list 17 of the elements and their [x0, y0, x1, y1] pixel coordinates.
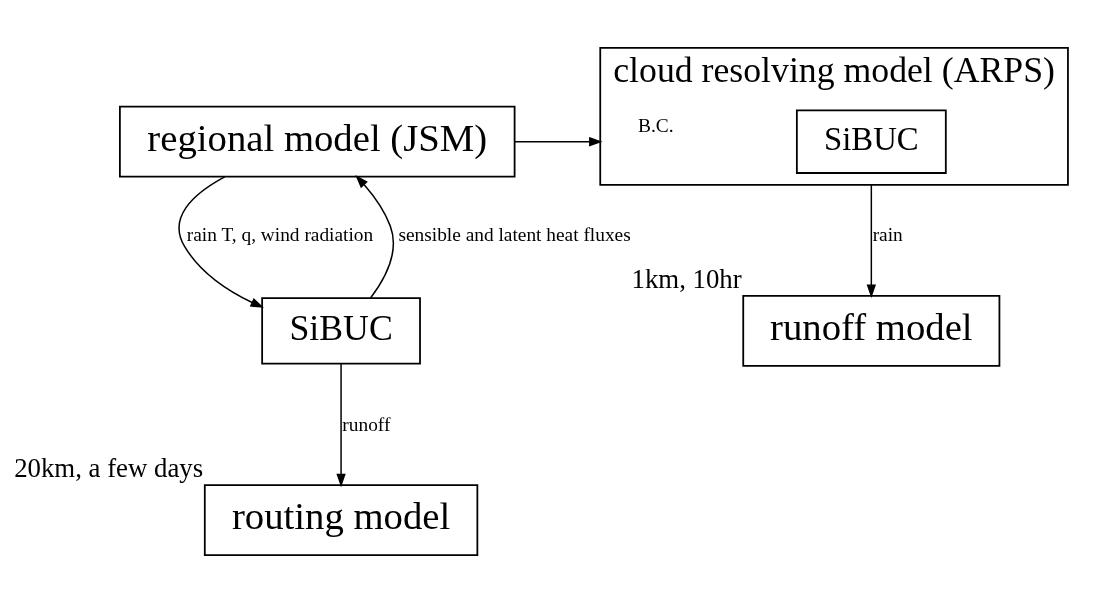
arrow	[178, 176, 264, 308]
edge-label: B.C.	[637, 114, 674, 136]
node-box: SiBUC	[261, 297, 421, 365]
node-box: routing model	[203, 484, 479, 556]
edge-label: rain T, q, wind radiation	[186, 224, 374, 246]
node-box: SiBUC	[795, 109, 947, 174]
arrow	[336, 363, 346, 488]
edge-label: sensible and latent heat fluxes	[398, 224, 631, 246]
edge-label: rain	[872, 224, 903, 246]
node-box: runoff model	[742, 294, 1001, 367]
node-label: 20km, a few days	[14, 452, 204, 483]
node-box: regional model (JSM)	[119, 105, 516, 178]
arrow	[355, 175, 395, 299]
arrow	[866, 184, 877, 299]
edge-label: runoff	[342, 413, 391, 435]
node-label: 1km, 10hr	[631, 263, 742, 294]
arrow	[514, 137, 603, 147]
